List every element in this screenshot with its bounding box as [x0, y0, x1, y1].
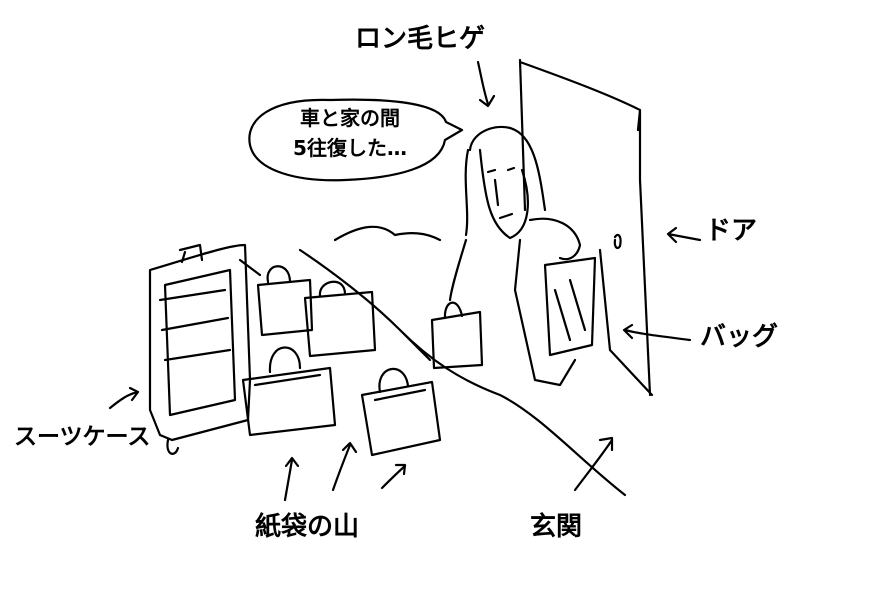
door-label: ドア: [705, 216, 758, 246]
suitcase-arrow: [108, 386, 140, 410]
carried-bag: [430, 301, 484, 370]
floor-lines: [238, 225, 627, 497]
paper-bag-4: [360, 368, 442, 457]
paper-bags-label: 紙袋の山: [255, 512, 360, 542]
entrance-label: 玄関: [530, 512, 583, 542]
person-arrow: [476, 60, 496, 108]
suitcase: [148, 243, 252, 455]
paper-bag-3: [241, 346, 337, 437]
person-label: ロン毛ヒゲ: [355, 24, 486, 54]
speech-line-2: 5往復した…: [293, 136, 407, 160]
speech-bubble: [248, 98, 464, 182]
paper-bag-1: [256, 265, 314, 337]
speech-line-1: 車と家の間: [300, 106, 400, 130]
paper-bag-2: [303, 280, 377, 358]
paper-bags-arrows: [283, 441, 407, 502]
bag-label: バッグ: [700, 322, 779, 352]
entrance-arrow: [573, 436, 614, 492]
door: [518, 58, 654, 397]
suitcase-label: スーツケース: [14, 424, 151, 450]
person: [448, 125, 597, 387]
door-arrow: [666, 226, 702, 244]
speech-bubble-text: 車と家の間 5往復した…: [275, 103, 425, 163]
bag-arrow: [622, 323, 692, 342]
